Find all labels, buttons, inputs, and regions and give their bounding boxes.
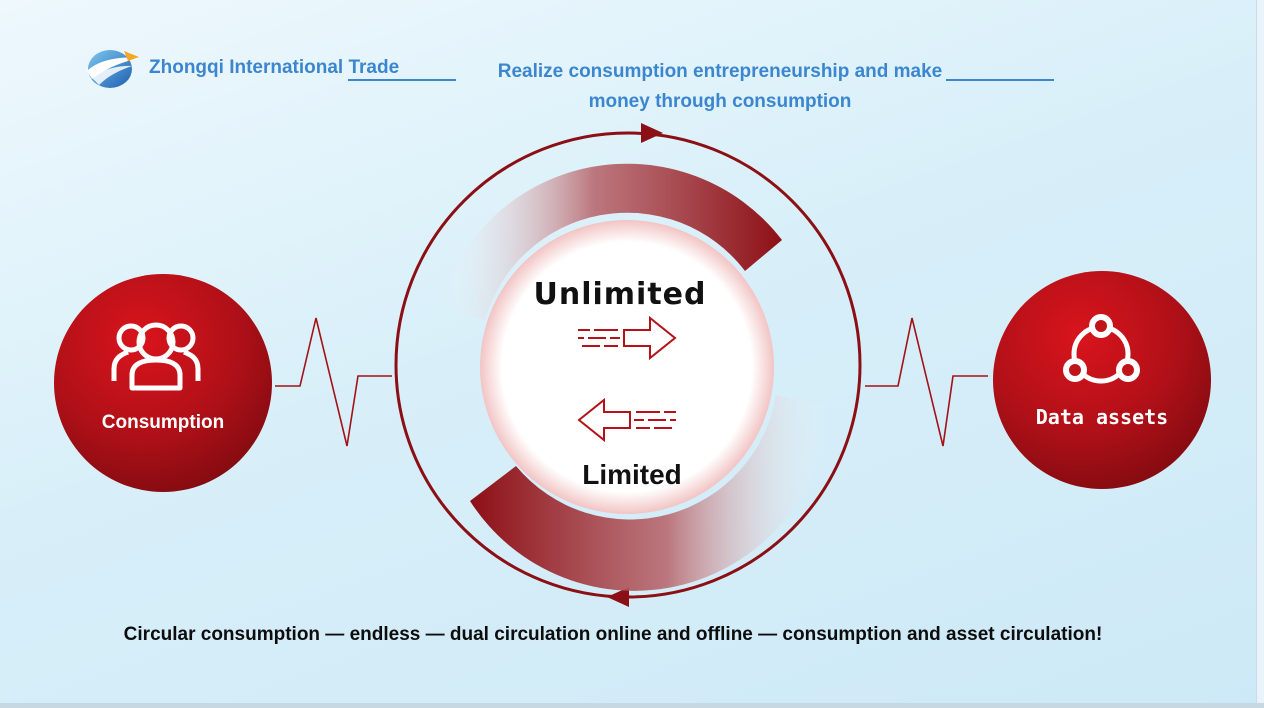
arrow-left-icon: [577, 397, 676, 443]
ring-arrow-top-icon: [641, 123, 663, 143]
company-name: Zhongqi International Trade: [149, 57, 400, 78]
data-assets-label: Data assets: [1035, 405, 1169, 429]
window-edge-right: [1256, 0, 1264, 708]
slogan-line-1: Realize consumption entrepreneurship and…: [497, 61, 943, 82]
share-network-icon: [1063, 314, 1140, 384]
ring-segment-bottom: [470, 395, 829, 591]
slogan: Realize consumption entrepreneurship and…: [465, 57, 975, 117]
ring-segment-top: [439, 163, 782, 320]
globe-logo-icon: [87, 50, 139, 88]
people-icon: [111, 322, 201, 391]
limited-label: Limited: [582, 459, 682, 490]
window-edge-bottom: [0, 703, 1264, 708]
consumption-node: [54, 274, 272, 492]
arrow-right-icon: [578, 315, 677, 361]
ring-arrow-bottom-icon: [607, 587, 629, 607]
header-underline-right: [946, 79, 1054, 81]
pulse-line-left: [275, 317, 392, 447]
footer-tagline: Circular consumption — endless — dual ci…: [123, 624, 1103, 645]
header-underline-left: [348, 79, 456, 81]
center-disc: [480, 220, 774, 514]
slogan-line-2: money through consumption: [588, 91, 852, 112]
consumption-label: Consumption: [101, 412, 225, 433]
unlimited-label: Unlimited: [533, 277, 707, 312]
pulse-line-right: [865, 317, 988, 447]
